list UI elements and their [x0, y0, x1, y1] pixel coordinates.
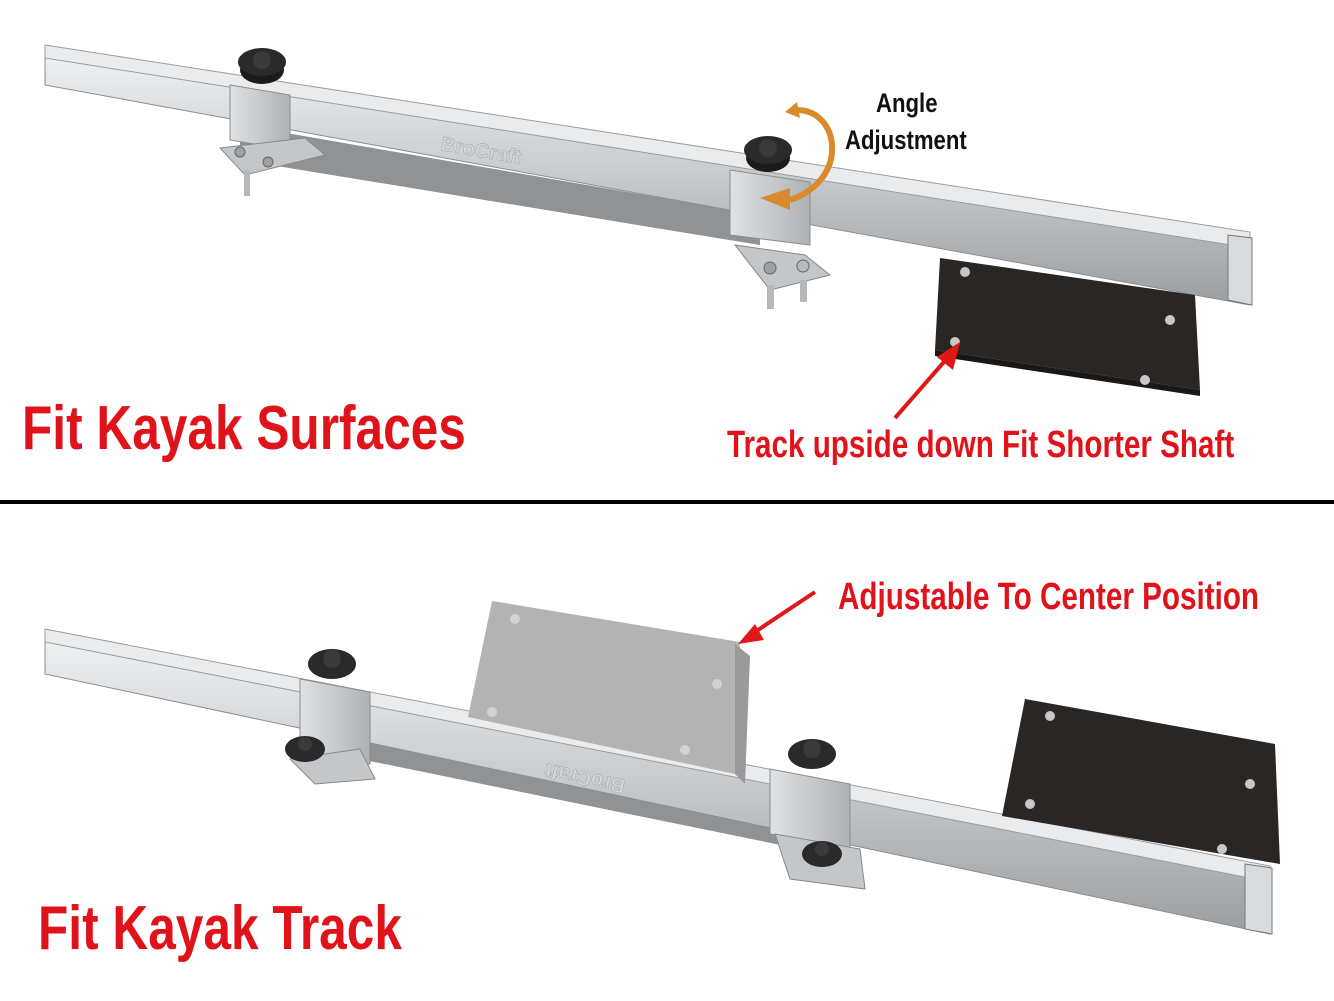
knob-icon — [285, 736, 325, 762]
knob-icon — [308, 649, 356, 679]
angle-label-line2: Adjustment — [845, 125, 967, 155]
bottom-product-photo-panel: BroCraft — [0, 504, 1334, 1001]
knob-icon — [238, 48, 286, 84]
section-divider — [0, 500, 1334, 504]
rail-end-cap — [1244, 863, 1273, 935]
lower-rail — [240, 125, 760, 245]
rail-end-cap — [1227, 234, 1253, 306]
angle-label-line1: Angle — [876, 88, 938, 118]
adjustable-center-caption: Adjustable To Center Position — [838, 576, 1260, 618]
left-clamp — [288, 678, 376, 785]
top-product-illustration: BroCraft — [44, 44, 1253, 420]
callout-arrow-icon — [893, 342, 960, 420]
left-clamp — [218, 84, 327, 196]
knob-icon — [744, 136, 792, 172]
ghost-motor-pad — [468, 601, 750, 784]
knob-icon — [802, 841, 842, 867]
bottom-product-illustration: BroCraft — [44, 590, 1280, 935]
callout-arrow-icon — [738, 590, 817, 644]
top-product-photo-panel: BroCraft Angle Adjustment Fit Kayak Surf… — [0, 0, 1334, 500]
knob-icon — [788, 739, 836, 769]
track-upside-down-caption: Track upside down Fit Shorter Shaft — [727, 424, 1235, 466]
angle-rotation-arrow-icon — [760, 102, 836, 210]
fit-kayak-track-caption: Fit Kayak Track — [38, 894, 402, 963]
dark-motor-pad — [1002, 699, 1280, 864]
dark-motor-pad — [935, 258, 1200, 396]
fit-kayak-surfaces-caption: Fit Kayak Surfaces — [22, 394, 466, 463]
main-rail — [44, 54, 1251, 306]
